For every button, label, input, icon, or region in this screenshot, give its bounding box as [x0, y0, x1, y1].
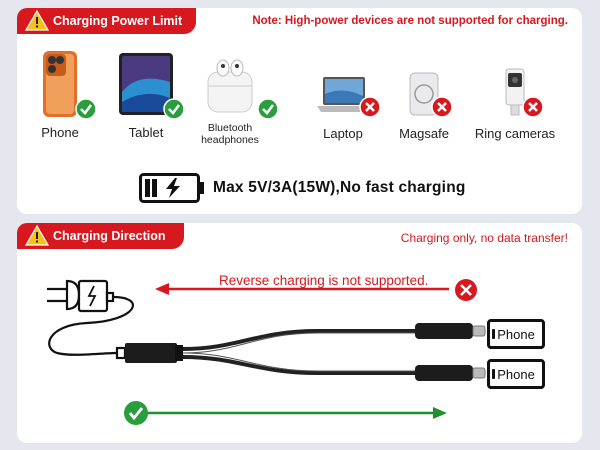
- wall-charger-icon: [47, 279, 134, 360]
- device-label: Laptop: [323, 126, 363, 141]
- phone-device-2: Phone: [487, 359, 545, 389]
- warning-icon: [25, 224, 49, 246]
- cross-icon: [431, 96, 453, 118]
- device-label: Magsafe: [399, 126, 449, 141]
- laptop-icon: [317, 77, 371, 112]
- phone-icon: [43, 51, 77, 117]
- phone-device-1: Phone: [487, 319, 545, 349]
- reverse-arrow: [155, 283, 449, 295]
- cross-icon: [455, 279, 477, 301]
- section-title: Charging Direction: [53, 229, 166, 243]
- power-spec: Max 5V/3A(15W),No fast charging: [139, 173, 466, 203]
- section-tag: Charging Power Limit: [17, 8, 197, 34]
- device-label-line1: Bluetooth: [207, 122, 253, 134]
- reverse-charging-label: Reverse charging is not supported.: [219, 273, 429, 288]
- device-label: Phone: [41, 125, 79, 140]
- cross-icon: [522, 96, 544, 118]
- phone-label: Phone: [497, 366, 535, 382]
- device-label: Ring cameras: [474, 126, 556, 141]
- check-icon: [75, 98, 97, 120]
- battery-icon: [139, 173, 204, 203]
- camera-icon: [505, 68, 525, 116]
- tablet-icon: [119, 53, 173, 115]
- check-icon: [257, 98, 279, 120]
- charging-power-limit-panel: Charging Power Limit Note: High-power de…: [17, 8, 582, 214]
- no-data-note: Charging only, no data transfer!: [400, 231, 568, 245]
- device-label: Bluetooth headphones: [185, 122, 275, 146]
- charging-direction-arrow: [147, 407, 447, 419]
- device-laptop: Laptop: [317, 76, 381, 141]
- power-spec-text: Max 5V/3A(15W),No fast charging: [213, 179, 466, 196]
- device-tablet: Tablet: [117, 52, 185, 140]
- device-ring-camera: Ring cameras: [475, 68, 555, 141]
- y-splitter-cable: [125, 323, 486, 381]
- device-magsafe: Magsafe: [399, 72, 453, 141]
- warning-icon: [25, 9, 49, 31]
- section-title: Charging Power Limit: [53, 14, 183, 28]
- device-label-line2: headphones: [201, 134, 259, 146]
- charging-diagram: [47, 279, 486, 425]
- check-icon: [163, 98, 185, 120]
- magsafe-icon: [409, 72, 439, 116]
- earbuds-icon: [207, 59, 253, 113]
- cross-icon: [359, 96, 381, 118]
- charging-direction-panel: Charging Direction Charging only, no dat…: [17, 223, 582, 443]
- section-tag: Charging Direction: [17, 223, 184, 249]
- device-phone: Phone: [39, 50, 97, 140]
- phone-label: Phone: [497, 326, 535, 342]
- device-bluetooth-headphones: Bluetooth headphones: [201, 58, 279, 146]
- high-power-note: Note: High-power devices are not support…: [252, 15, 568, 27]
- check-icon: [124, 401, 148, 425]
- device-label: Tablet: [128, 125, 164, 140]
